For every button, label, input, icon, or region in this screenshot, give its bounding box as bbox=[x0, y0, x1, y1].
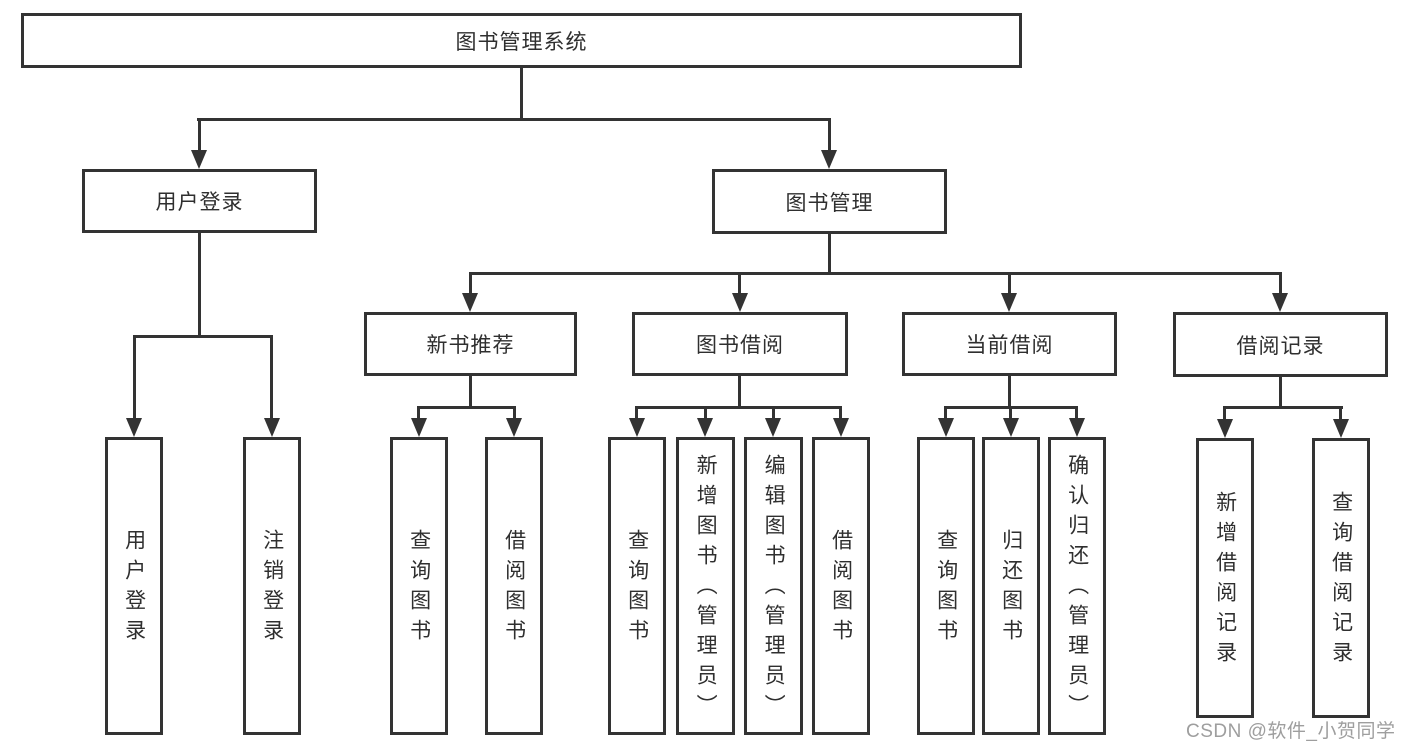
leaf-borrow-books: 借阅图书 bbox=[812, 437, 870, 735]
connector-bookmgmt-drop-1 bbox=[469, 272, 472, 293]
node-user-login: 用户登录 bbox=[82, 169, 317, 233]
leaf-query-books-current: 查询图书 bbox=[917, 437, 975, 735]
leaf-add-book-admin: 新增图书（管理员） bbox=[676, 437, 735, 735]
arrow-down-icon bbox=[264, 418, 280, 437]
connector-root-drop-left bbox=[198, 118, 201, 150]
connector-records-stem bbox=[1279, 377, 1282, 406]
connector-records-drop-2 bbox=[1339, 406, 1342, 419]
node-book-borrowing: 图书借阅 bbox=[632, 312, 848, 376]
leaf-borrow-books-label: 借阅图书 bbox=[829, 529, 853, 649]
arrow-down-icon bbox=[1333, 419, 1349, 438]
leaf-query-books-current-label: 查询图书 bbox=[934, 529, 958, 649]
connector-userlogin-stem bbox=[198, 233, 201, 335]
leaf-add-borrow-record-label: 新增借阅记录 bbox=[1213, 491, 1237, 671]
leaf-add-borrow-record: 新增借阅记录 bbox=[1196, 438, 1254, 718]
arrow-down-icon bbox=[833, 418, 849, 437]
node-current-borrowing: 当前借阅 bbox=[902, 312, 1117, 376]
leaf-query-borrow-record: 查询借阅记录 bbox=[1312, 438, 1370, 718]
leaf-query-books-recommend-label: 查询图书 bbox=[407, 529, 431, 649]
connector-current-drop-2 bbox=[1009, 406, 1012, 418]
connector-borrowing-drop-2 bbox=[704, 406, 707, 418]
arrow-down-icon bbox=[1217, 419, 1233, 438]
node-book-management: 图书管理 bbox=[712, 169, 947, 234]
leaf-return-book: 归还图书 bbox=[982, 437, 1040, 735]
arrow-down-icon bbox=[821, 150, 837, 169]
connector-records-crossbar bbox=[1223, 406, 1343, 409]
arrow-down-icon bbox=[506, 418, 522, 437]
csdn-watermark: CSDN @软件_小贺同学 bbox=[1186, 721, 1396, 742]
node-current-borrowing-label: 当前借阅 bbox=[965, 334, 1054, 357]
leaf-confirm-return-admin-label: 确认归还（管理员） bbox=[1065, 454, 1089, 724]
arrow-down-icon bbox=[765, 418, 781, 437]
leaf-logout-label: 注销登录 bbox=[260, 529, 284, 649]
node-library-system-label: 图书管理系统 bbox=[455, 30, 588, 54]
connector-bookmgmt-stem bbox=[828, 234, 831, 272]
leaf-query-books-recommend: 查询图书 bbox=[390, 437, 448, 735]
connector-borrowing-stem bbox=[738, 376, 741, 406]
connector-root-stem bbox=[520, 68, 523, 118]
connector-userlogin-drop-right bbox=[270, 335, 273, 418]
connector-bookmgmt-drop-2 bbox=[738, 272, 741, 293]
connector-borrowing-crossbar bbox=[635, 406, 842, 409]
arrow-down-icon bbox=[126, 418, 142, 437]
connector-current-stem bbox=[1008, 376, 1011, 406]
leaf-edit-book-admin-label: 编辑图书（管理员） bbox=[762, 454, 786, 724]
leaf-edit-book-admin: 编辑图书（管理员） bbox=[744, 437, 803, 735]
node-new-book-recommend: 新书推荐 bbox=[364, 312, 577, 376]
arrow-down-icon bbox=[1069, 418, 1085, 437]
connector-borrowing-drop-1 bbox=[635, 406, 638, 418]
arrow-down-icon bbox=[191, 150, 207, 169]
node-new-book-recommend-label: 新书推荐 bbox=[426, 334, 515, 357]
node-borrowing-records-label: 借阅记录 bbox=[1236, 334, 1325, 358]
arrow-down-icon bbox=[1001, 293, 1017, 312]
connector-recommend-drop-1 bbox=[417, 406, 420, 418]
leaf-query-books-borrowing-label: 查询图书 bbox=[625, 529, 649, 649]
leaf-confirm-return-admin: 确认归还（管理员） bbox=[1048, 437, 1106, 735]
leaf-logout: 注销登录 bbox=[243, 437, 301, 735]
connector-borrowing-drop-3 bbox=[772, 406, 775, 418]
leaf-query-borrow-record-label: 查询借阅记录 bbox=[1329, 491, 1353, 671]
arrow-down-icon bbox=[1003, 418, 1019, 437]
connector-current-drop-1 bbox=[944, 406, 947, 418]
arrow-down-icon bbox=[462, 293, 478, 312]
connector-recommend-drop-2 bbox=[513, 406, 516, 418]
leaf-borrow-books-recommend-label: 借阅图书 bbox=[502, 529, 526, 649]
leaf-borrow-books-recommend: 借阅图书 bbox=[485, 437, 543, 735]
connector-borrowing-drop-4 bbox=[839, 406, 842, 418]
leaf-user-login: 用户登录 bbox=[105, 437, 163, 735]
connector-bookmgmt-drop-4 bbox=[1279, 272, 1282, 293]
node-borrowing-records: 借阅记录 bbox=[1173, 312, 1388, 377]
connector-current-drop-3 bbox=[1075, 406, 1078, 418]
arrow-down-icon bbox=[697, 418, 713, 437]
connector-userlogin-crossbar bbox=[133, 335, 273, 338]
connector-bookmgmt-crossbar bbox=[469, 272, 1282, 275]
connector-recommend-stem bbox=[469, 376, 472, 406]
connector-bookmgmt-drop-3 bbox=[1008, 272, 1011, 293]
connector-records-drop-1 bbox=[1223, 406, 1226, 419]
connector-root-crossbar bbox=[197, 118, 831, 121]
connector-userlogin-drop-left bbox=[133, 335, 136, 418]
arrow-down-icon bbox=[629, 418, 645, 437]
leaf-user-login-label: 用户登录 bbox=[122, 529, 146, 649]
arrow-down-icon bbox=[732, 293, 748, 312]
node-book-borrowing-label: 图书借阅 bbox=[696, 334, 784, 357]
node-library-system: 图书管理系统 bbox=[21, 13, 1022, 68]
connector-root-drop-right bbox=[828, 118, 831, 150]
connector-recommend-crossbar bbox=[417, 406, 516, 409]
leaf-query-books-borrowing: 查询图书 bbox=[608, 437, 666, 735]
node-book-management-label: 图书管理 bbox=[785, 191, 874, 215]
arrow-down-icon bbox=[1272, 293, 1288, 312]
node-user-login-label: 用户登录 bbox=[155, 191, 244, 214]
leaf-add-book-admin-label: 新增图书（管理员） bbox=[694, 454, 718, 724]
arrow-down-icon bbox=[411, 418, 427, 437]
arrow-down-icon bbox=[938, 418, 954, 437]
leaf-return-book-label: 归还图书 bbox=[999, 529, 1023, 649]
